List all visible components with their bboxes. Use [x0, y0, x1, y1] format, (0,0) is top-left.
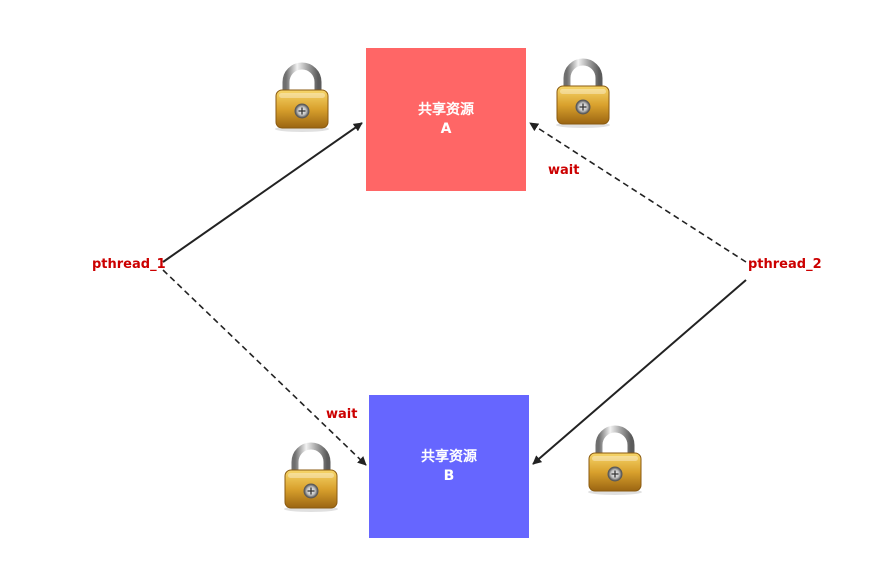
edge-pthread1-to-a: [162, 122, 363, 263]
edge-pthread2-to-b: [532, 279, 747, 465]
pthread-2-label: pthread_2: [748, 257, 822, 272]
resource-a-title: 共享资源: [418, 101, 474, 118]
wait-label-a: wait: [548, 163, 580, 178]
edge-pthread2-to-a-wait: [529, 122, 747, 263]
edge-pthread1-to-b-wait: [162, 269, 367, 466]
padlock-icon: [275, 62, 329, 132]
padlock-icon: [588, 425, 642, 495]
pthread-1-label: pthread_1: [92, 257, 166, 272]
padlock-icon: [556, 58, 610, 128]
resource-a-id: A: [440, 120, 452, 137]
resource-b-title: 共享资源: [421, 448, 477, 465]
resource-b-id: B: [443, 467, 455, 484]
shared-resource-a: 共享资源 A: [366, 48, 526, 191]
wait-label-b: wait: [326, 407, 358, 422]
shared-resource-b: 共享资源 B: [369, 395, 529, 538]
padlock-icon: [284, 442, 338, 512]
